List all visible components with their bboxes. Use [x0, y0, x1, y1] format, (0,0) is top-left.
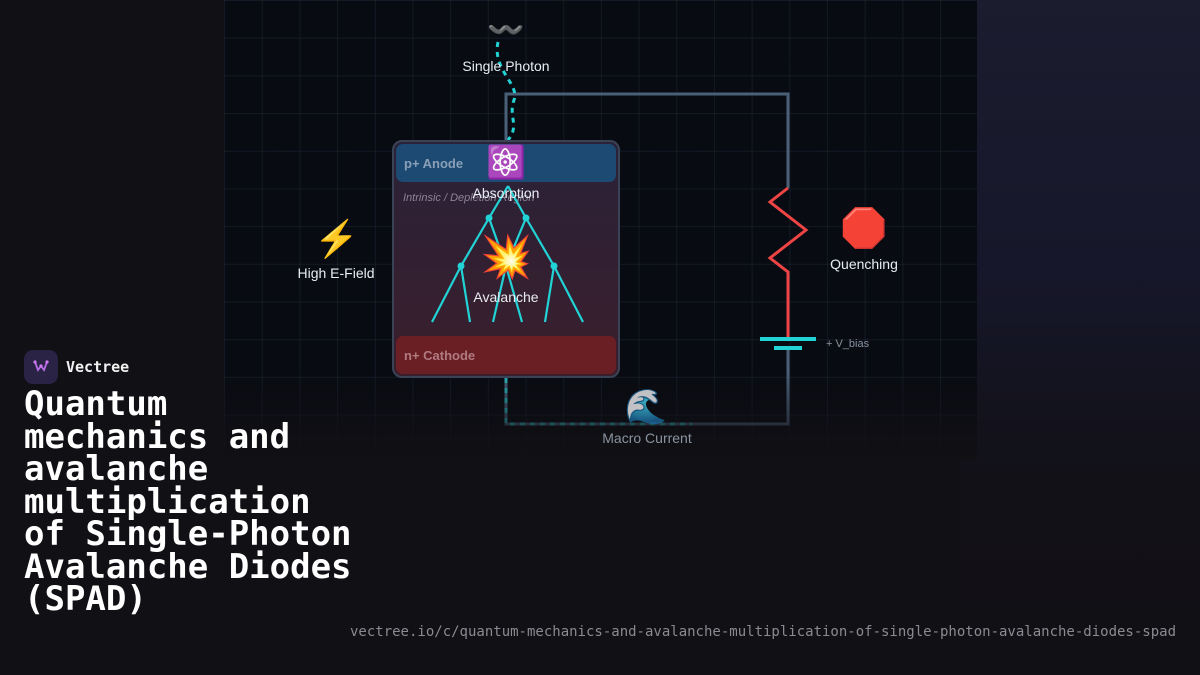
photon-path [495, 41, 517, 141]
macro-current-label: Macro Current [602, 430, 692, 446]
stage-fade [224, 370, 977, 460]
photon-label: Single Photon [462, 58, 550, 74]
avalanche-tree [431, 185, 584, 323]
page-url: vectree.io/c/quantum-mechanics-and-avala… [349, 624, 1176, 640]
avalanche-label: Avalanche [473, 289, 539, 305]
lightning-icon: ⚡ [314, 218, 359, 259]
water-wave-icon: 🌊 [624, 388, 668, 426]
quenching-resistor [767, 186, 809, 338]
vectree-logo-icon [24, 350, 58, 384]
anode-label: p+ Anode [404, 156, 464, 171]
brand: Vectree [24, 350, 129, 384]
efield-label: High E-Field [297, 265, 375, 281]
cathode-layer: n+ Cathode [396, 336, 616, 374]
vbias-label: + V_bias [826, 338, 870, 350]
atom-icon: ⚛️ [486, 144, 526, 180]
collision-icon: 💥 [480, 233, 533, 280]
cathode-label: n+ Cathode [404, 348, 476, 363]
wave-icon: 〰️ [487, 14, 525, 47]
brand-name: Vectree [66, 358, 130, 376]
page-title: Quantum mechanics and avalanche multipli… [24, 384, 352, 619]
quenching-label: Quenching [830, 256, 898, 272]
top-wire [504, 92, 790, 188]
absorption-label: Absorption [472, 185, 540, 201]
anode-layer: p+ Anode [396, 144, 616, 182]
stop-sign-icon: 🛑 [840, 208, 888, 250]
background-glow [960, 0, 1200, 675]
spad-chip: p+ Anode Intrinsic / Depletion Region n+… [392, 140, 620, 378]
